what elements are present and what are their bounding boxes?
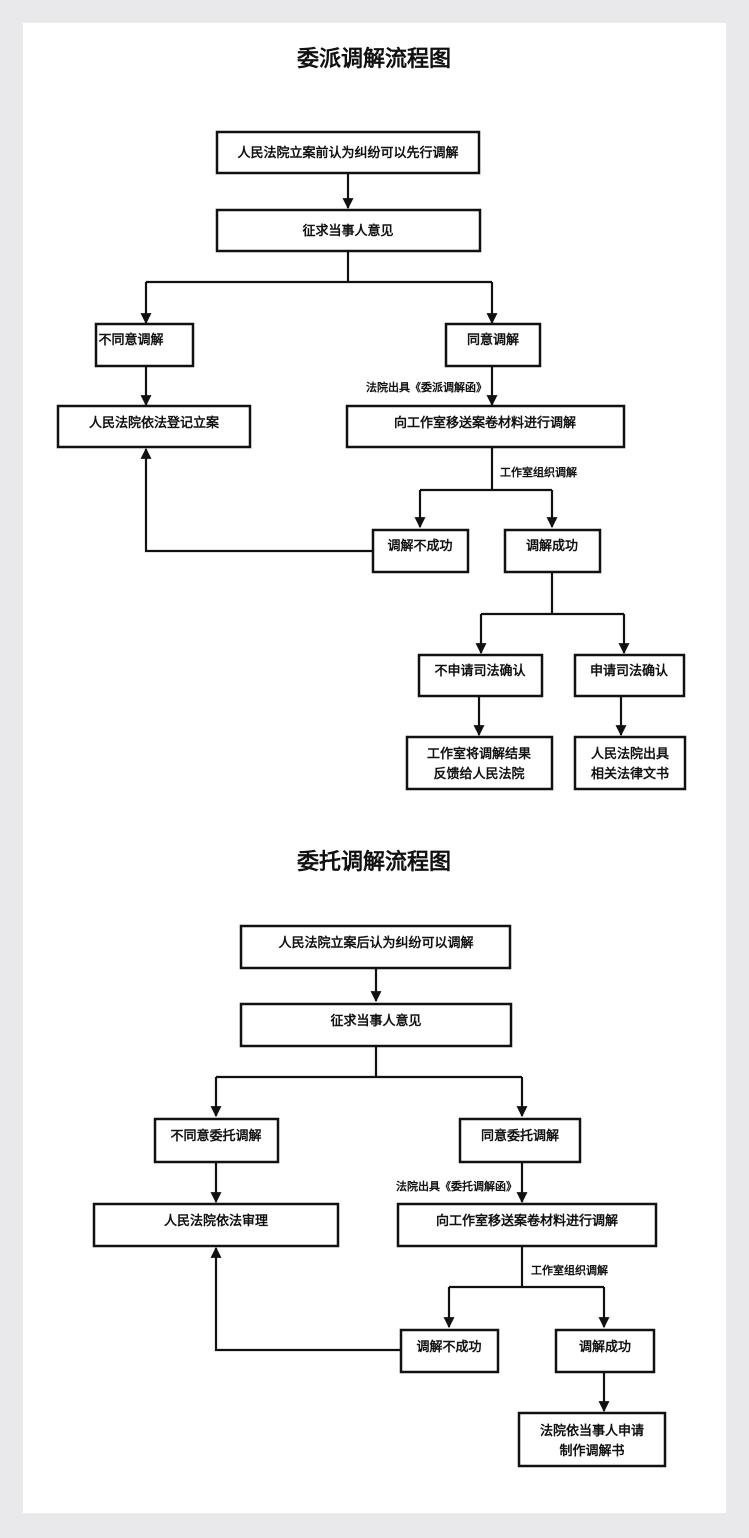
node-disagree-label: 不同意委托调解 — [170, 1128, 261, 1144]
edge-label-studio-mediation: 工作室组织调解 — [500, 465, 577, 479]
node-no-confirm-label: 不申请司法确认 — [434, 663, 526, 679]
node-transfer-label: 向工作室移送案卷材料进行调解 — [394, 415, 576, 431]
edge-label-court-letter: 法院出具《委派调解函》 — [366, 380, 487, 394]
edge-label-studio-mediation: 工作室组织调解 — [531, 1263, 608, 1277]
node-register-label: 人民法院依法登记立案 — [89, 415, 220, 431]
edge-label-court-letter: 法院出具《委托调解函》 — [396, 1179, 517, 1193]
node-issue-docs: 人民法院出具 相关法律文书 — [573, 735, 687, 791]
node-trial-label: 人民法院依法审理 — [164, 1213, 268, 1229]
edge-fail-to-trial — [210, 1246, 401, 1352]
node-issue-docs-line-1: 人民法院出具 — [591, 746, 669, 762]
node-feedback: 工作室将调解结果 反馈给人民法院 — [405, 735, 554, 791]
node-fail: 调解不成功 — [371, 528, 470, 574]
node-confirm: 申请司法确认 — [573, 653, 686, 698]
node-mediation-doc-line-2: 制作调解书 — [559, 1443, 624, 1459]
node-mediation-doc: 法院依当事人申请 制作调解书 — [517, 1411, 667, 1468]
node-fail-label: 调解不成功 — [416, 1339, 481, 1355]
node-consult: 征求当事人意见 — [215, 208, 482, 253]
node-agree-label: 同意委托调解 — [481, 1128, 559, 1144]
node-disagree: 不同意调解 — [94, 322, 195, 368]
node-agree: 同意调解 — [444, 322, 542, 368]
flowchart-title: 委托调解流程图 — [297, 849, 451, 875]
node-success: 调解成功 — [503, 528, 602, 574]
node-transfer: 向工作室移送案卷材料进行调解 — [396, 1202, 658, 1248]
node-trial: 人民法院依法审理 — [92, 1202, 340, 1248]
node-consult-label: 征求当事人意见 — [330, 1013, 421, 1029]
node-agree: 同意委托调解 — [458, 1117, 582, 1164]
node-success-label: 调解成功 — [579, 1339, 631, 1355]
delegated-mediation-flowchart: 委派调解流程图 法院出具《委派调解函》 工作室组织调解 — [56, 46, 687, 791]
flowchart-title: 委派调解流程图 — [297, 46, 451, 72]
node-start-label: 人民法院立案后认为纠纷可以调解 — [278, 935, 473, 951]
node-consult: 征求当事人意见 — [239, 1002, 513, 1048]
node-success: 调解成功 — [554, 1328, 656, 1374]
node-transfer-label: 向工作室移送案卷材料进行调解 — [436, 1213, 618, 1229]
node-feedback-line-1: 工作室将调解结果 — [427, 746, 531, 762]
edges — [140, 174, 630, 737]
node-transfer: 向工作室移送案卷材料进行调解 — [345, 404, 626, 449]
node-success-label: 调解成功 — [526, 538, 578, 554]
entrusted-mediation-flowchart: 委托调解流程图 法院出具《委托调解函》 工作室组织调解 人民法院立案后认为纠纷可… — [92, 849, 667, 1468]
node-confirm-label: 申请司法确认 — [590, 663, 669, 679]
node-issue-docs-line-2: 相关法律文书 — [591, 766, 669, 782]
node-disagree: 不同意委托调解 — [153, 1117, 280, 1164]
node-consult-label: 征求当事人意见 — [302, 223, 393, 239]
node-register: 人民法院依法登记立案 — [56, 404, 252, 449]
node-feedback-line-2: 反馈给人民法院 — [433, 766, 524, 782]
node-no-confirm: 不申请司法确认 — [417, 653, 544, 698]
node-mediation-doc-line-1: 法院依当事人申请 — [540, 1423, 644, 1439]
edge-fail-to-register — [140, 447, 373, 553]
node-start-label: 人民法院立案前认为纠纷可以先行调解 — [237, 145, 458, 161]
node-disagree-label: 不同意调解 — [98, 332, 163, 348]
node-fail: 调解不成功 — [399, 1328, 500, 1374]
node-agree-label: 同意调解 — [467, 332, 519, 348]
node-start: 人民法院立案前认为纠纷可以先行调解 — [215, 130, 481, 175]
node-start: 人民法院立案后认为纠纷可以调解 — [239, 924, 512, 970]
edges — [210, 968, 610, 1413]
node-fail-label: 调解不成功 — [387, 538, 452, 554]
